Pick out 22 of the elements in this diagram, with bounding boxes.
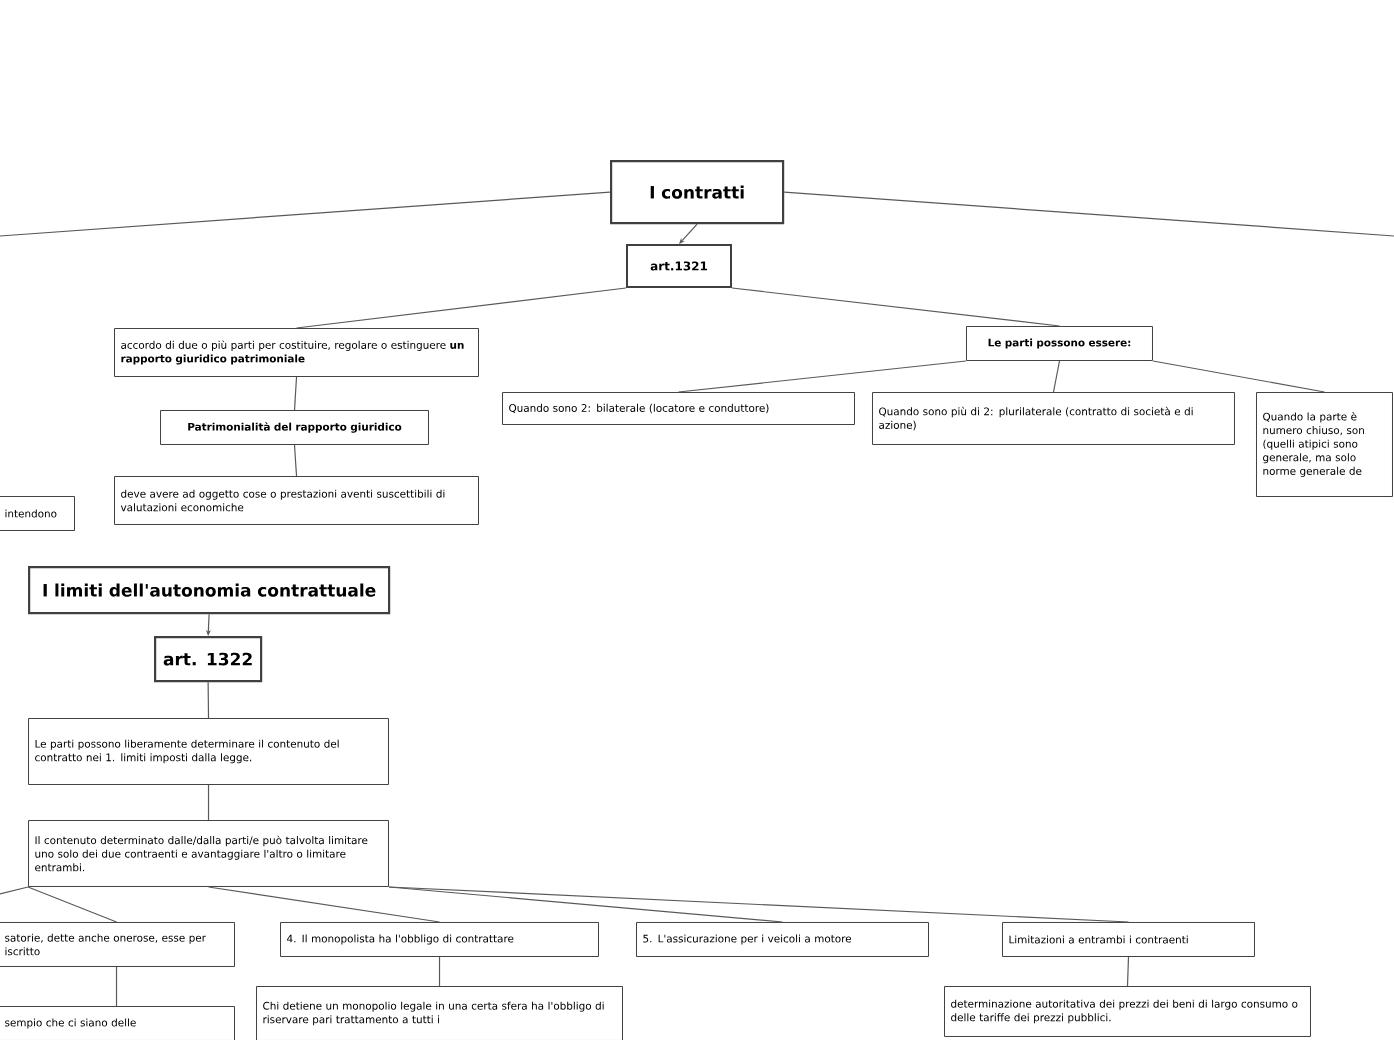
arrow [679, 223, 698, 244]
connector-line [731, 287, 1061, 327]
connector-line [1126, 956, 1130, 987]
title-box: I contratti [610, 160, 785, 225]
connector-line [207, 784, 210, 821]
connector-line [295, 287, 627, 329]
connector-line [1152, 360, 1326, 393]
connector-line [27, 886, 118, 923]
connector-line [293, 444, 298, 477]
connector-line [0, 886, 29, 895]
connector-line [207, 681, 210, 719]
connector-line [207, 886, 441, 923]
title-box: I limiti dell'autonomia contrattuale [28, 566, 391, 615]
connector-line [438, 956, 441, 987]
connector-line [783, 191, 1394, 237]
title-box: art. 1322 [154, 636, 263, 683]
connector-line [293, 376, 298, 411]
connector-line [677, 360, 967, 393]
connector-line [115, 966, 118, 1007]
connector-line [1052, 360, 1061, 393]
connector-line [0, 191, 611, 237]
connector-line [388, 886, 1130, 923]
